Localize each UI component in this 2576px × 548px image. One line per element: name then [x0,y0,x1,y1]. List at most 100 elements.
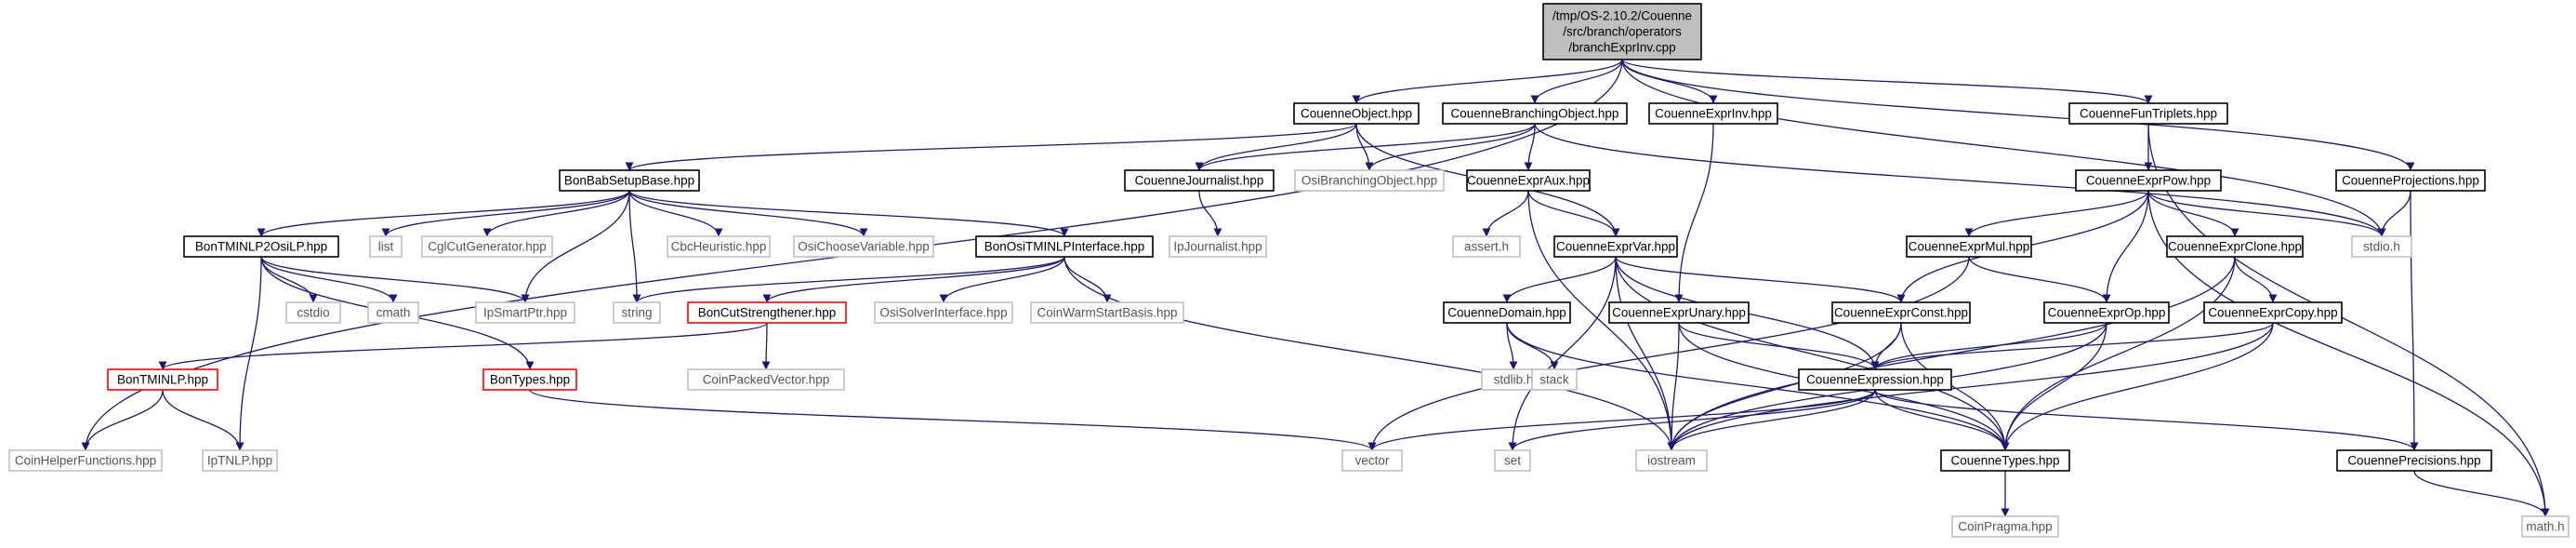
node-label: /src/branch/operators [1563,25,1682,39]
node-IpJournalist: IpJournalist.hpp [1169,235,1267,258]
node-BonCutStrengthener[interactable]: BonCutStrengthener.hpp [687,301,847,324]
node-CouenneExprConst[interactable]: CouenneExprConst.hpp [1831,301,1971,324]
node-box [369,235,403,258]
node-box [1608,301,1750,324]
node-CouenneProjections[interactable]: CouenneProjections.hpp [2335,169,2486,192]
node-box [559,169,700,192]
edge-BonOsiTMINLPInterface-to-CoinWarmStartBasis [1063,256,1112,303]
edge-CouenneProjections-to-stdioh [2377,190,2411,237]
node-CouenneExprUnary[interactable]: CouenneExprUnary.hpp [1608,301,1750,324]
edge-CouenneJournalist-to-IpJournalist [1198,190,1222,237]
node-BonBabSetupBase[interactable]: BonBabSetupBase.hpp [559,169,700,192]
node-BonOsiTMINLPInterface[interactable]: BonOsiTMINLPInterface.hpp [975,235,1154,258]
node-box [1030,301,1184,324]
node-label: CouenneExpression.hpp [1806,373,1944,387]
node-box [2351,235,2412,258]
edge-CouenneExpression-to-CouenneTypes [1874,389,2010,451]
node-box [1940,449,2070,472]
edge-BonOsiTMINLPInterface-to-OsiSolverInterface [939,256,1065,303]
node-CouenneExprInv[interactable]: CouenneExprInv.hpp [1648,102,1778,125]
edge-CouenneExprMul-to-vector [1367,256,1970,451]
node-label: CoinPackedVector.hpp [703,373,830,387]
node-BonTypes[interactable]: BonTypes.hpp [482,368,577,391]
node-CouenneDomain[interactable]: CouenneDomain.hpp [1443,301,1571,324]
node-label: CouenneDomain.hpp [1447,306,1566,320]
node-label: CoinWarmStartBasis.hpp [1037,306,1177,320]
node-OsiBranchingObject: OsiBranchingObject.hpp [1294,169,1445,192]
node-box [975,235,1154,258]
node-CouenneExprPow[interactable]: CouenneExprPow.hpp [2075,169,2222,192]
node-box [687,301,847,324]
node-label: CouenneExprClone.hpp [2168,240,2302,254]
node-label: CouenneFunTriplets.hpp [2080,107,2217,121]
node-IpSmartPtr: IpSmartPtr.hpp [475,301,575,324]
edge-CouenneExprConst-to-iostream [1667,322,1902,451]
node-box [482,368,577,391]
node-label: stdlib.h [1494,373,1534,387]
node-CouennePrecisions[interactable]: CouennePrecisions.hpp [2336,449,2492,472]
node-CouenneExprVar[interactable]: CouenneExprVar.hpp [1553,235,1678,258]
edge-CouenneExpression-to-set [1508,389,1876,451]
edge-CouenneExprAux-to-CouenneExprVar [1527,190,1620,237]
node-label: IpJournalist.hpp [1173,240,1262,254]
node-CouenneJournalist[interactable]: CouenneJournalist.hpp [1124,169,1275,192]
node-box [1443,301,1571,324]
node-CouenneExprOp[interactable]: CouenneExprOp.hpp [2043,301,2170,324]
node-CouenneTypes[interactable]: CouenneTypes.hpp [1940,449,2070,472]
node-CouenneExpression[interactable]: CouenneExpression.hpp [1798,368,1952,391]
edge-BonBabSetupBase-to-OsiChooseVariable [628,190,868,237]
edge-CouenneExprPow-to-stdioh [2147,190,2386,237]
edge-CouenneExprCopy-to-CouenneExpression [1870,322,2274,370]
node-box [285,301,341,324]
node-box [1466,169,1591,192]
node-CouenneExprAux[interactable]: CouenneExprAux.hpp [1466,169,1591,192]
node-label: assert.h [1464,240,1509,254]
node-CouenneFunTriplets[interactable]: CouenneFunTriplets.hpp [2068,102,2228,125]
node-CouenneExprMul[interactable]: CouenneExprMul.hpp [1906,235,2032,258]
edge-root-to-CouenneObject [1352,59,1623,104]
node-stdlibh: stdlib.h [1481,368,1546,391]
edge-CouenneObject-to-CouenneJournalist [1195,123,1357,171]
edge-CouenneExprConst-to-CouenneTypes [1900,322,2010,451]
node-box [874,301,1013,324]
node-CouenneObject[interactable]: CouenneObject.hpp [1293,102,1420,125]
node-BonTMINLP[interactable]: BonTMINLP.hpp [107,368,218,391]
file-nodes: /tmp/OS-2.10.2/Couenne/src/branch/operat… [8,3,2569,538]
node-label: IpSmartPtr.hpp [483,306,567,320]
node-BonTMINLP2OsiLP[interactable]: BonTMINLP2OsiLP.hpp [183,235,339,258]
node-CouenneExprCopy[interactable]: CouenneExprCopy.hpp [2203,301,2343,324]
edge-BonOsiTMINLPInterface-to-BonCutStrengthener [762,256,1065,303]
edge-BonOsiTMINLPInterface-to-iostream [1063,256,1676,451]
edge-CouenneDomain-to-stack [1506,322,1559,370]
node-box [2203,301,2343,324]
node-label: OsiChooseVariable.hpp [798,240,930,254]
edge-BonTMINLP2OsiLP-to-IpTNLP [235,256,262,451]
edge-CouenneExpression-to-iostream [1667,389,1876,451]
edge-CouennePrecisions-to-mathh [2413,470,2550,517]
edge-CouenneExprClone-to-CouenneExprCopy [2234,256,2278,303]
edge-CouenneExpression-to-CouennePrecisions [1874,389,2419,451]
node-OsiSolverInterface: OsiSolverInterface.hpp [874,301,1013,324]
node-label: CouenneExprAux.hpp [1467,174,1590,188]
node-stdioh: stdio.h [2351,235,2412,258]
edge-root-to-CouenneExprInv [1621,59,1718,104]
node-CouenneBranchingObject[interactable]: CouenneBranchingObject.hpp [1442,102,1628,125]
node-label: CbcHeuristic.hpp [671,240,767,254]
node-box [667,235,771,258]
node-label: /tmp/OS-2.10.2/Couenne [1552,9,1692,23]
edge-CouenneExprOp-to-CouenneExpression [1870,322,2107,370]
node-label: CouenneExprPow.hpp [2086,174,2211,188]
node-label: IpTNLP.hpp [207,454,272,468]
node-iostream: iostream [1635,449,1708,472]
node-asserth: assert.h [1452,235,1521,258]
edge-CouenneExprVar-to-iostream [1615,256,1676,451]
node-box [2043,301,2170,324]
node-root[interactable]: /tmp/OS-2.10.2/Couenne/src/branch/operat… [1542,3,1702,60]
node-CouenneExprClone[interactable]: CouenneExprClone.hpp [2166,235,2304,258]
node-label: BonOsiTMINLPInterface.hpp [984,240,1145,254]
edge-BonBabSetupBase-to-list [381,190,630,237]
node-box [1951,515,2059,538]
node-label: BonBabSetupBase.hpp [564,174,694,188]
edge-CouenneProjections-to-CouennePrecisions [2410,190,2419,451]
node-box [1553,235,1678,258]
